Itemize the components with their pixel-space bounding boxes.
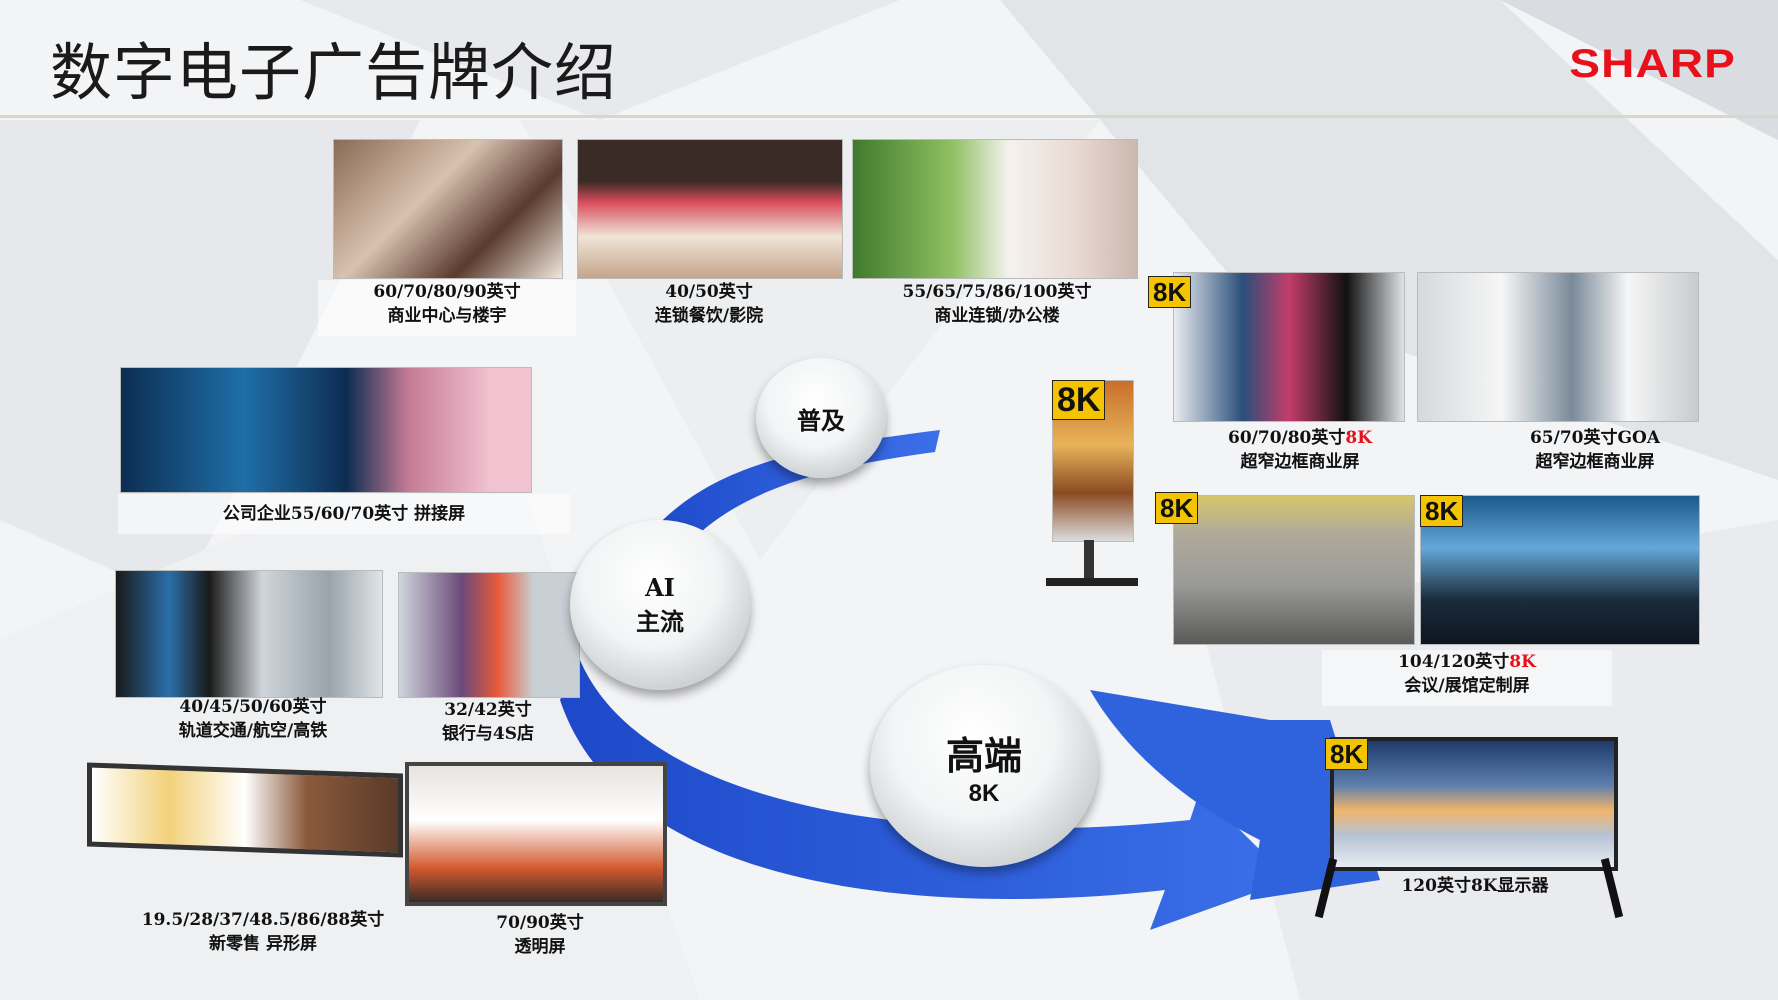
lower-arrow (560, 660, 1290, 930)
standee-base (1046, 578, 1138, 586)
medical-display-photo (1173, 272, 1405, 422)
title-divider (0, 115, 1778, 118)
8k-badge: 8K (1052, 380, 1106, 420)
caption-120inch: 120英寸8K显示器 (1401, 876, 1549, 896)
caption-retail: 55/65/75/86/100英寸商业连锁/办公楼 (902, 282, 1092, 326)
8k-badge: 8K (1155, 492, 1199, 524)
lower-arrow-head (1090, 690, 1380, 900)
restaurant-photo (577, 139, 843, 279)
8k-120inch-display-photo (1330, 737, 1618, 871)
caption-transparent: 70/90英寸透明屏 (496, 913, 584, 957)
bank-photo (398, 572, 580, 698)
mall-photo (333, 139, 563, 279)
page-title: 数字电子广告牌介绍 (50, 36, 618, 109)
stretched-display-photo (87, 762, 403, 858)
hub-ai-mainstream: AI 主流 (570, 520, 750, 690)
hub-high-end-8k: 高端 8K (870, 665, 1098, 867)
standee-stand (1084, 540, 1094, 580)
caption-transit: 40/45/50/60英寸轨道交通/航空/高铁 (178, 697, 328, 741)
caption-8k-narrow: 60/70/80英寸8K 超窄边框商业屏 (1228, 428, 1372, 472)
video-wall-photo (120, 367, 532, 493)
upper-arrow (640, 430, 940, 560)
8k-badge: 8K (1420, 495, 1464, 527)
caption-restaurant: 40/50英寸连锁餐饮/影院 (654, 282, 764, 326)
8k-badge: 8K (1148, 276, 1192, 308)
caption-mall: 60/70/80/90英寸商业中心与楼宇 (318, 280, 576, 336)
transit-photo (115, 570, 383, 698)
caption-conference: 104/120英寸8K 会议/展馆定制屏 (1322, 650, 1612, 706)
caption-stretched: 19.5/28/37/48.5/86/88英寸新零售 异形屏 (141, 910, 385, 954)
sharp-logo: SHARP (1569, 42, 1736, 86)
goa-display-photo (1417, 272, 1699, 422)
hub-popular: 普及 (756, 358, 886, 478)
caption-bank: 32/42英寸银行与4S店 (441, 700, 535, 744)
transparent-display-photo (405, 762, 667, 906)
retail-photo (852, 139, 1138, 279)
exhibition-display-photo (1173, 495, 1415, 645)
conference-display-photo (1420, 495, 1700, 645)
8k-badge: 8K (1325, 738, 1369, 770)
caption-video-wall: 公司企业55/60/70英寸 拼接屏 (118, 494, 570, 534)
